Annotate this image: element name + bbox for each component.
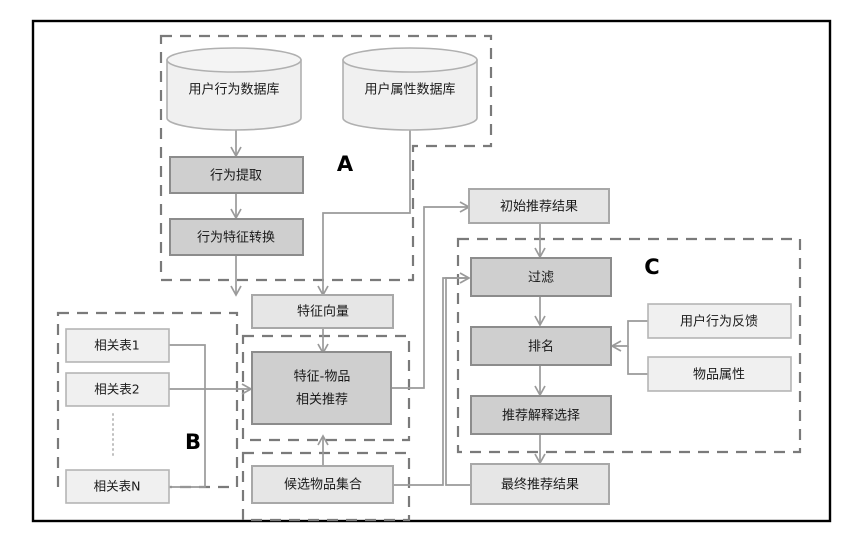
node-user-behavior-db[interactable]: 用户行为数据库 [166,47,302,131]
connector-itemattr-to-ranking [627,346,648,375]
connector-feedback-to-ranking [613,320,648,347]
feature-vector-label: 特征向量 [297,304,349,320]
group-letter-c: C [644,255,659,279]
candidate-item-set-label: 候选物品集合 [284,477,362,493]
node-relation-table-2[interactable]: 相关表2 [65,372,170,407]
filter-label: 过滤 [528,271,554,286]
relation-table-2-label: 相关表2 [94,382,139,397]
user-behavior-feedback-label: 用户行为反馈 [680,314,758,330]
feature-item-rec-label-line1: 特征-物品 [294,370,351,385]
rec-explanation-select-label: 推荐解释选择 [502,409,580,424]
node-relation-table-n[interactable]: 相关表N [65,469,170,504]
arrowhead-candidate-to-rec [317,434,329,446]
outer-frame [31,19,832,523]
ranking-label: 排名 [528,339,554,355]
arrowhead-transform-to-featurevector [230,285,242,297]
item-attribute-label: 物品属性 [693,368,745,383]
behavior-feature-transform-label: 行为特征转换 [197,231,275,246]
node-feature-vector[interactable]: 特征向量 [251,294,394,329]
user-behavior-db-label: 用户行为数据库 [188,82,279,98]
candidate-group-boundary [241,451,411,522]
node-behavior-extraction[interactable]: 行为提取 [169,156,304,194]
user-attribute-db-label: 用户属性数据库 [364,82,455,98]
connector-table1-bus [168,344,206,389]
node-user-attribute-db[interactable]: 用户属性数据库 [342,47,478,131]
relation-table-n-label: 相关表N [94,479,141,494]
arrowhead-filter-to-ranking [534,315,546,327]
node-candidate-item-set[interactable]: 候选物品集合 [251,465,394,504]
node-relation-table-1[interactable]: 相关表1 [65,328,170,363]
final-rec-result-label: 最终推荐结果 [501,477,579,493]
feature-item-rec-label-line2: 相关推荐 [296,393,348,408]
node-behavior-feature-transform[interactable]: 行为特征转换 [169,218,304,256]
node-filter[interactable]: 过滤 [470,257,612,297]
node-final-rec-result[interactable]: 最终推荐结果 [470,463,610,505]
connector-final-feedback-loop [445,277,472,486]
node-rec-explanation-select[interactable]: 推荐解释选择 [470,395,612,435]
node-ranking[interactable]: 排名 [470,326,612,366]
node-feature-item-recommendation[interactable]: 特征-物品 相关推荐 [251,351,392,425]
initial-rec-result-label: 初始推荐结果 [500,200,578,215]
node-user-behavior-feedback[interactable]: 用户行为反馈 [647,303,792,339]
group-a-boundary [159,34,493,282]
group-letter-b: B [185,430,201,454]
connector-rec-to-initial [391,206,468,389]
node-initial-rec-result[interactable]: 初始推荐结果 [468,188,610,224]
group-c-boundary [456,237,802,454]
group-b-boundary [56,311,239,489]
behavior-extraction-label: 行为提取 [210,168,262,184]
arrowhead-candidate-to-filter [459,272,471,284]
connector-attrdb-to-featurevector [322,128,411,294]
node-item-attribute[interactable]: 物品属性 [647,356,792,392]
group-letter-a: A [337,152,354,176]
connector-tablen-bus [168,389,206,488]
relation-table-1-label: 相关表1 [94,338,139,353]
group-b-rec-boundary [241,334,411,442]
